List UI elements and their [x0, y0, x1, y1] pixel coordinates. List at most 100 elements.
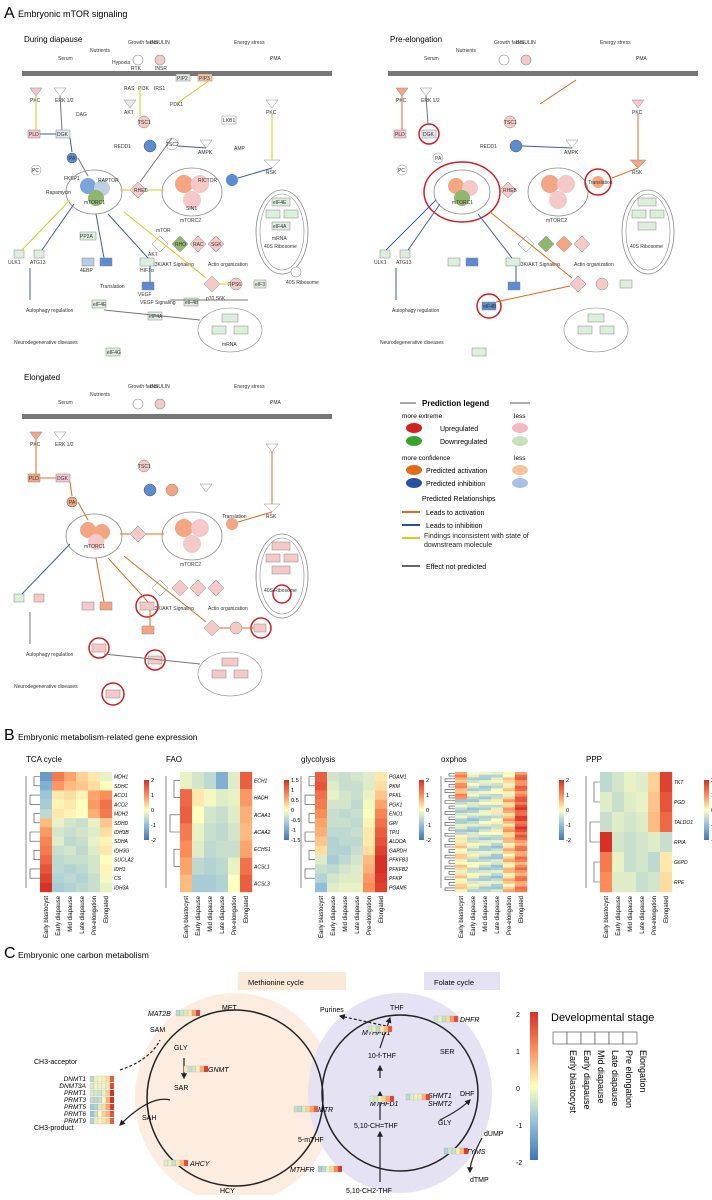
colorbar-tick: -2 — [151, 838, 156, 844]
gene-label: ENO1 — [389, 812, 403, 818]
heatmap-cell — [491, 840, 504, 844]
heatmap-cell — [491, 810, 504, 814]
heatmap-cell — [88, 855, 101, 865]
stage-label: Pre-elongation — [652, 896, 658, 935]
heatmap-cell — [612, 852, 625, 873]
heatmap-cell — [100, 836, 113, 847]
expression-cell — [381, 1095, 387, 1103]
stage-label: Elongated — [244, 896, 250, 923]
expression-cell — [105, 1082, 111, 1090]
heatmap-cell — [479, 791, 492, 795]
heatmap-cell — [479, 796, 492, 800]
expression-cell — [445, 1015, 451, 1023]
node-label: eIF4E — [273, 200, 287, 206]
heatmap-cell — [315, 836, 328, 847]
heatmap-cell — [240, 789, 253, 807]
heatmap-cell — [455, 832, 468, 835]
gene-label: ACO2 — [113, 802, 128, 808]
heatmap-cell — [363, 836, 376, 847]
expression-cell — [379, 1025, 385, 1033]
heatmap-cell — [479, 832, 492, 835]
node-label: Nutrients — [90, 392, 111, 398]
node-label: VEGF Signaling — [140, 300, 176, 306]
heatmap-cell — [455, 815, 468, 819]
colorbar-tick: -2 — [516, 1160, 522, 1167]
heatmap-cell — [76, 808, 89, 819]
stage-label: Early blastocyst — [459, 896, 465, 938]
heatmap-cell — [660, 792, 673, 813]
heatmap-cell — [351, 845, 364, 856]
heatmap-cell — [467, 840, 480, 844]
heatmap-cell — [339, 808, 352, 819]
node-label: ATG13 — [396, 260, 412, 266]
expression-cell — [367, 1025, 373, 1033]
node-label: 40S Ribosome — [264, 244, 297, 250]
stage-legend-title: Developmental stage — [551, 1012, 654, 1024]
heatmap-cell — [64, 836, 77, 847]
heatmap-cell — [503, 859, 516, 863]
gene-label: GPI — [389, 821, 398, 827]
gene-label: RPIA — [674, 840, 686, 846]
heatmap-cell — [515, 810, 528, 814]
heatmap-cell — [503, 851, 516, 855]
heatmap-cell — [515, 889, 528, 893]
heatmap-cell — [339, 873, 352, 883]
expression-cell — [163, 1159, 169, 1167]
expression-cell — [101, 1082, 107, 1090]
colorbar-tick: 1 — [516, 1049, 520, 1056]
heatmap-cell — [467, 802, 480, 805]
heatmap-cell — [479, 864, 492, 868]
heatmap-cell — [52, 845, 65, 856]
expression-cell — [191, 1009, 197, 1017]
heatmap-cell — [100, 808, 113, 819]
metabolite-5-10-ch-thf: 5,10-CH=THF — [354, 1123, 398, 1130]
heatmap-cell — [467, 856, 480, 860]
node-label: FKBP1 — [64, 176, 80, 182]
heatmap-title: oxphos — [441, 755, 467, 764]
heatmap-cell — [467, 872, 480, 876]
heatmap-cell — [491, 782, 504, 786]
heatmap-cell — [204, 874, 217, 893]
stage-legend-label: Early diapause — [582, 1050, 592, 1110]
expression-cell — [305, 1105, 311, 1113]
heatmap-cell — [455, 782, 468, 786]
heatmap-cell — [100, 827, 113, 837]
panel-b-title: Embryonic metabolism-related gene expres… — [18, 732, 198, 742]
heatmap-cell — [375, 808, 388, 819]
heatmap-colorbar — [284, 780, 289, 840]
node-label: RAPTOR — [98, 178, 119, 184]
heatmap-cell — [491, 807, 504, 811]
heatmap-cell — [52, 808, 65, 819]
expression-cell — [97, 1103, 103, 1111]
heatmap-cell — [339, 781, 352, 791]
expression-cell — [183, 1159, 189, 1167]
gene-label: ACSL3 — [253, 881, 270, 887]
expression-cell — [97, 1075, 103, 1083]
heatmap-cell — [515, 845, 528, 849]
heatmap-cell — [315, 808, 328, 819]
heatmap-cell — [660, 872, 673, 893]
node-label: Translation — [588, 180, 613, 186]
gene-label: PFKL — [389, 793, 402, 799]
heatmap-cell — [52, 836, 65, 847]
colorbar-tick: 0 — [566, 808, 569, 814]
expression-cell — [385, 1095, 391, 1103]
heatmap-cell — [228, 874, 241, 893]
heatmap-cell — [216, 789, 229, 807]
heatmap-cell — [363, 818, 376, 828]
heatmap-cell — [455, 856, 468, 860]
stage-label: Pre-elongation — [92, 896, 98, 935]
heatmap-cell — [76, 873, 89, 883]
heatmap-cell — [180, 772, 193, 790]
colorbar-tick: 0 — [291, 808, 294, 814]
heatmap-cell — [204, 789, 217, 807]
heatmap-cell — [375, 790, 388, 800]
colorbar-tick: -1 — [566, 823, 571, 829]
node-label: mTORC2 — [546, 218, 567, 224]
heatmap-cell — [491, 815, 504, 819]
node-label: REDD1 — [114, 144, 131, 150]
heatmap-cell — [375, 827, 388, 837]
expression-cell — [387, 1025, 393, 1033]
node-label: PI3K/AKT Signaling — [150, 262, 194, 268]
